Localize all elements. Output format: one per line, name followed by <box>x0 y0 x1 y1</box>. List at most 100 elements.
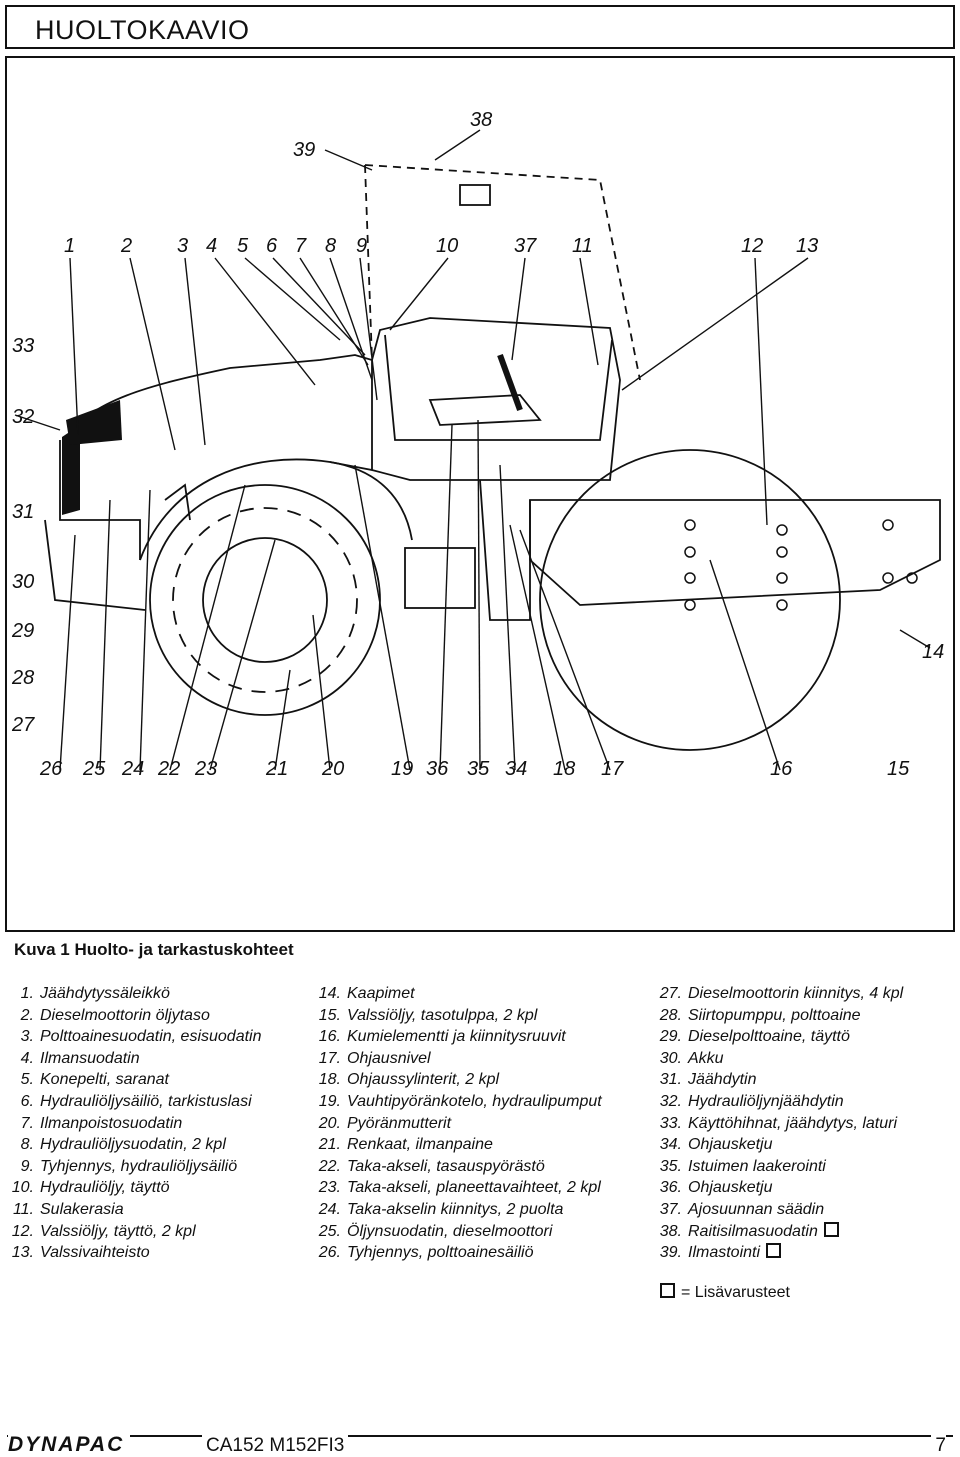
legend-item: 16.Kumielementti ja kiinnitysruuvit <box>318 1028 566 1046</box>
callout-24: 24 <box>121 758 144 780</box>
page-number: 7 <box>931 1435 946 1457</box>
legend-item: 30.Akku <box>659 1049 724 1067</box>
rear-counterweight <box>44 519 146 611</box>
callout-38: 38 <box>470 109 492 131</box>
callout-4: 4 <box>206 235 217 257</box>
title-box: HUOLTOKAAVIO <box>5 5 955 49</box>
callout-29: 29 <box>11 620 34 642</box>
legend-item: 4.Ilmansuodatin <box>20 1049 140 1067</box>
legend-item: 12.Valssiöljy, täyttö, 2 kpl <box>11 1222 196 1240</box>
rear-fender <box>139 458 413 561</box>
legend-item: 24.Taka-akselin kiinnitys, 2 puolta <box>318 1200 564 1218</box>
figure-caption: Kuva 1 Huolto- ja tarkastuskohteet <box>14 940 294 959</box>
legend-item: 26.Tyhjennys, polttoainesäiliö <box>318 1244 534 1262</box>
callout-12: 12 <box>741 235 763 257</box>
callout-9: 9 <box>356 235 367 257</box>
page-footer: DYNAPAC CA152 M152FI3 7 <box>0 1430 960 1457</box>
legend-item: 15.Valssiöljy, tasotulppa, 2 kpl <box>318 1006 538 1024</box>
callout-15: 15 <box>887 758 910 780</box>
radiator-grille <box>62 425 80 515</box>
brand-logo: DYNAPAC <box>8 1433 131 1457</box>
drum <box>539 449 841 751</box>
page-title: HUOLTOKAAVIO <box>35 15 250 45</box>
callout-20: 20 <box>321 758 344 780</box>
callout-32: 32 <box>12 406 34 428</box>
legend-item: 22.Taka-akseli, tasauspyörästö <box>318 1157 545 1175</box>
callout-26: 26 <box>39 758 63 780</box>
callout-37: 37 <box>514 235 537 257</box>
legend-item: 7.Ilmanpoistosuodatin <box>20 1114 183 1132</box>
callout-5: 5 <box>237 235 249 257</box>
callout-7: 7 <box>295 235 307 257</box>
legend-item: 5.Konepelti, saranat <box>20 1071 169 1089</box>
legend-item: 14.Kaapimet <box>318 985 415 1002</box>
rear-tire <box>149 484 381 716</box>
callout-2: 2 <box>120 235 132 257</box>
callout-19: 19 <box>391 758 413 780</box>
legend-item: 38.Raitisilmasuodatin <box>654 1221 903 1243</box>
rear-rim <box>202 537 328 663</box>
legend-item: 37.Ajosuunnan säädin <box>659 1200 825 1218</box>
callout-1: 1 <box>64 235 75 257</box>
cab-window <box>384 334 613 441</box>
legend-item: 17.Ohjausnivel <box>318 1049 431 1067</box>
optional-equipment-icon <box>766 1243 782 1259</box>
callout-27: 27 <box>11 714 35 736</box>
legend-item: 29.Dieselpolttoaine, täyttö <box>659 1028 850 1046</box>
callout-21: 21 <box>265 758 288 780</box>
fresh-air-filter <box>459 184 491 206</box>
legend-item: 27.Dieselmoottorin kiinnitys, 4 kpl <box>659 985 904 1002</box>
callout-16: 16 <box>770 758 793 780</box>
callout-17: 17 <box>601 758 624 780</box>
legend-item: 13.Valssivaihteisto <box>11 1244 150 1262</box>
callout-28: 28 <box>11 667 34 689</box>
hood-step <box>164 483 191 521</box>
rear-tire-tread <box>172 507 358 693</box>
cab-body <box>371 317 621 481</box>
callout-39: 39 <box>293 139 315 161</box>
legend-item: 6.Hydrauliöljysäiliö, tarkistuslasi <box>20 1092 252 1110</box>
callout-33: 33 <box>12 335 34 357</box>
note-text: = Lisävarusteet <box>681 1284 790 1301</box>
drum-frame <box>529 499 941 606</box>
callout-14: 14 <box>922 641 944 663</box>
legend-item: 25.Öljynsuodatin, dieselmoottori <box>318 1222 553 1240</box>
legend-item: 3.Polttoainesuodatin, esisuodatin <box>20 1028 262 1046</box>
callout-22: 22 <box>157 758 180 780</box>
optional-equipment-icon <box>660 1283 675 1298</box>
operator-seat <box>428 394 542 426</box>
legend-item: 2.Dieselmoottorin öljytaso <box>20 1006 210 1024</box>
callout-35: 35 <box>467 758 490 780</box>
document-id: CA152 M152FI3 <box>202 1435 349 1457</box>
engine-block <box>404 547 476 609</box>
legend-item: 18.Ohjaussylinterit, 2 kpl <box>318 1071 500 1089</box>
legend-item: 19.Vauhtipyöränkotelo, hydraulipumput <box>318 1092 602 1110</box>
legend-item: 1.Jäähdytyssäleikkö <box>20 985 170 1002</box>
oil-cooler <box>66 400 122 445</box>
legend-item: 20.Pyöränmutterit <box>318 1114 452 1132</box>
footer-rule <box>7 1435 953 1437</box>
legend-item: 21.Renkaat, ilmanpaine <box>318 1136 493 1154</box>
callout-6: 6 <box>266 235 278 257</box>
callout-23: 23 <box>194 758 217 780</box>
optional-equipment-icon <box>823 1221 839 1237</box>
legend-item: 32.Hydrauliöljynjäähdytin <box>659 1092 844 1110</box>
callout-11: 11 <box>572 235 593 257</box>
rops-canopy <box>364 164 641 381</box>
callout-8: 8 <box>325 235 336 257</box>
callout-3: 3 <box>177 235 188 257</box>
legend-item: 31.Jäähdytin <box>659 1071 757 1089</box>
rops-post <box>364 164 373 361</box>
legend-item: 23.Taka-akseli, planeettavaihteet, 2 kpl <box>318 1179 601 1197</box>
legend-item: 36.Ohjausketju <box>659 1179 773 1197</box>
articulation-joint <box>479 479 531 621</box>
callout-18: 18 <box>553 758 575 780</box>
legend-column-1: 1.Jäähdytyssäleikkö 2.Dieselmoottorin öl… <box>6 983 262 1264</box>
drive-lever <box>497 353 523 412</box>
callout-30: 30 <box>12 571 34 593</box>
diagram-frame <box>5 56 955 932</box>
callout-13: 13 <box>796 235 818 257</box>
roller-service-diagram: 39 38 1 2 3 4 5 6 7 8 9 10 37 11 12 13 3… <box>11 109 944 780</box>
legend-item: 33.Käyttöhihnat, jäähdytys, laturi <box>659 1114 898 1132</box>
legend-item: 28.Siirtopumppu, polttoaine <box>659 1006 861 1024</box>
